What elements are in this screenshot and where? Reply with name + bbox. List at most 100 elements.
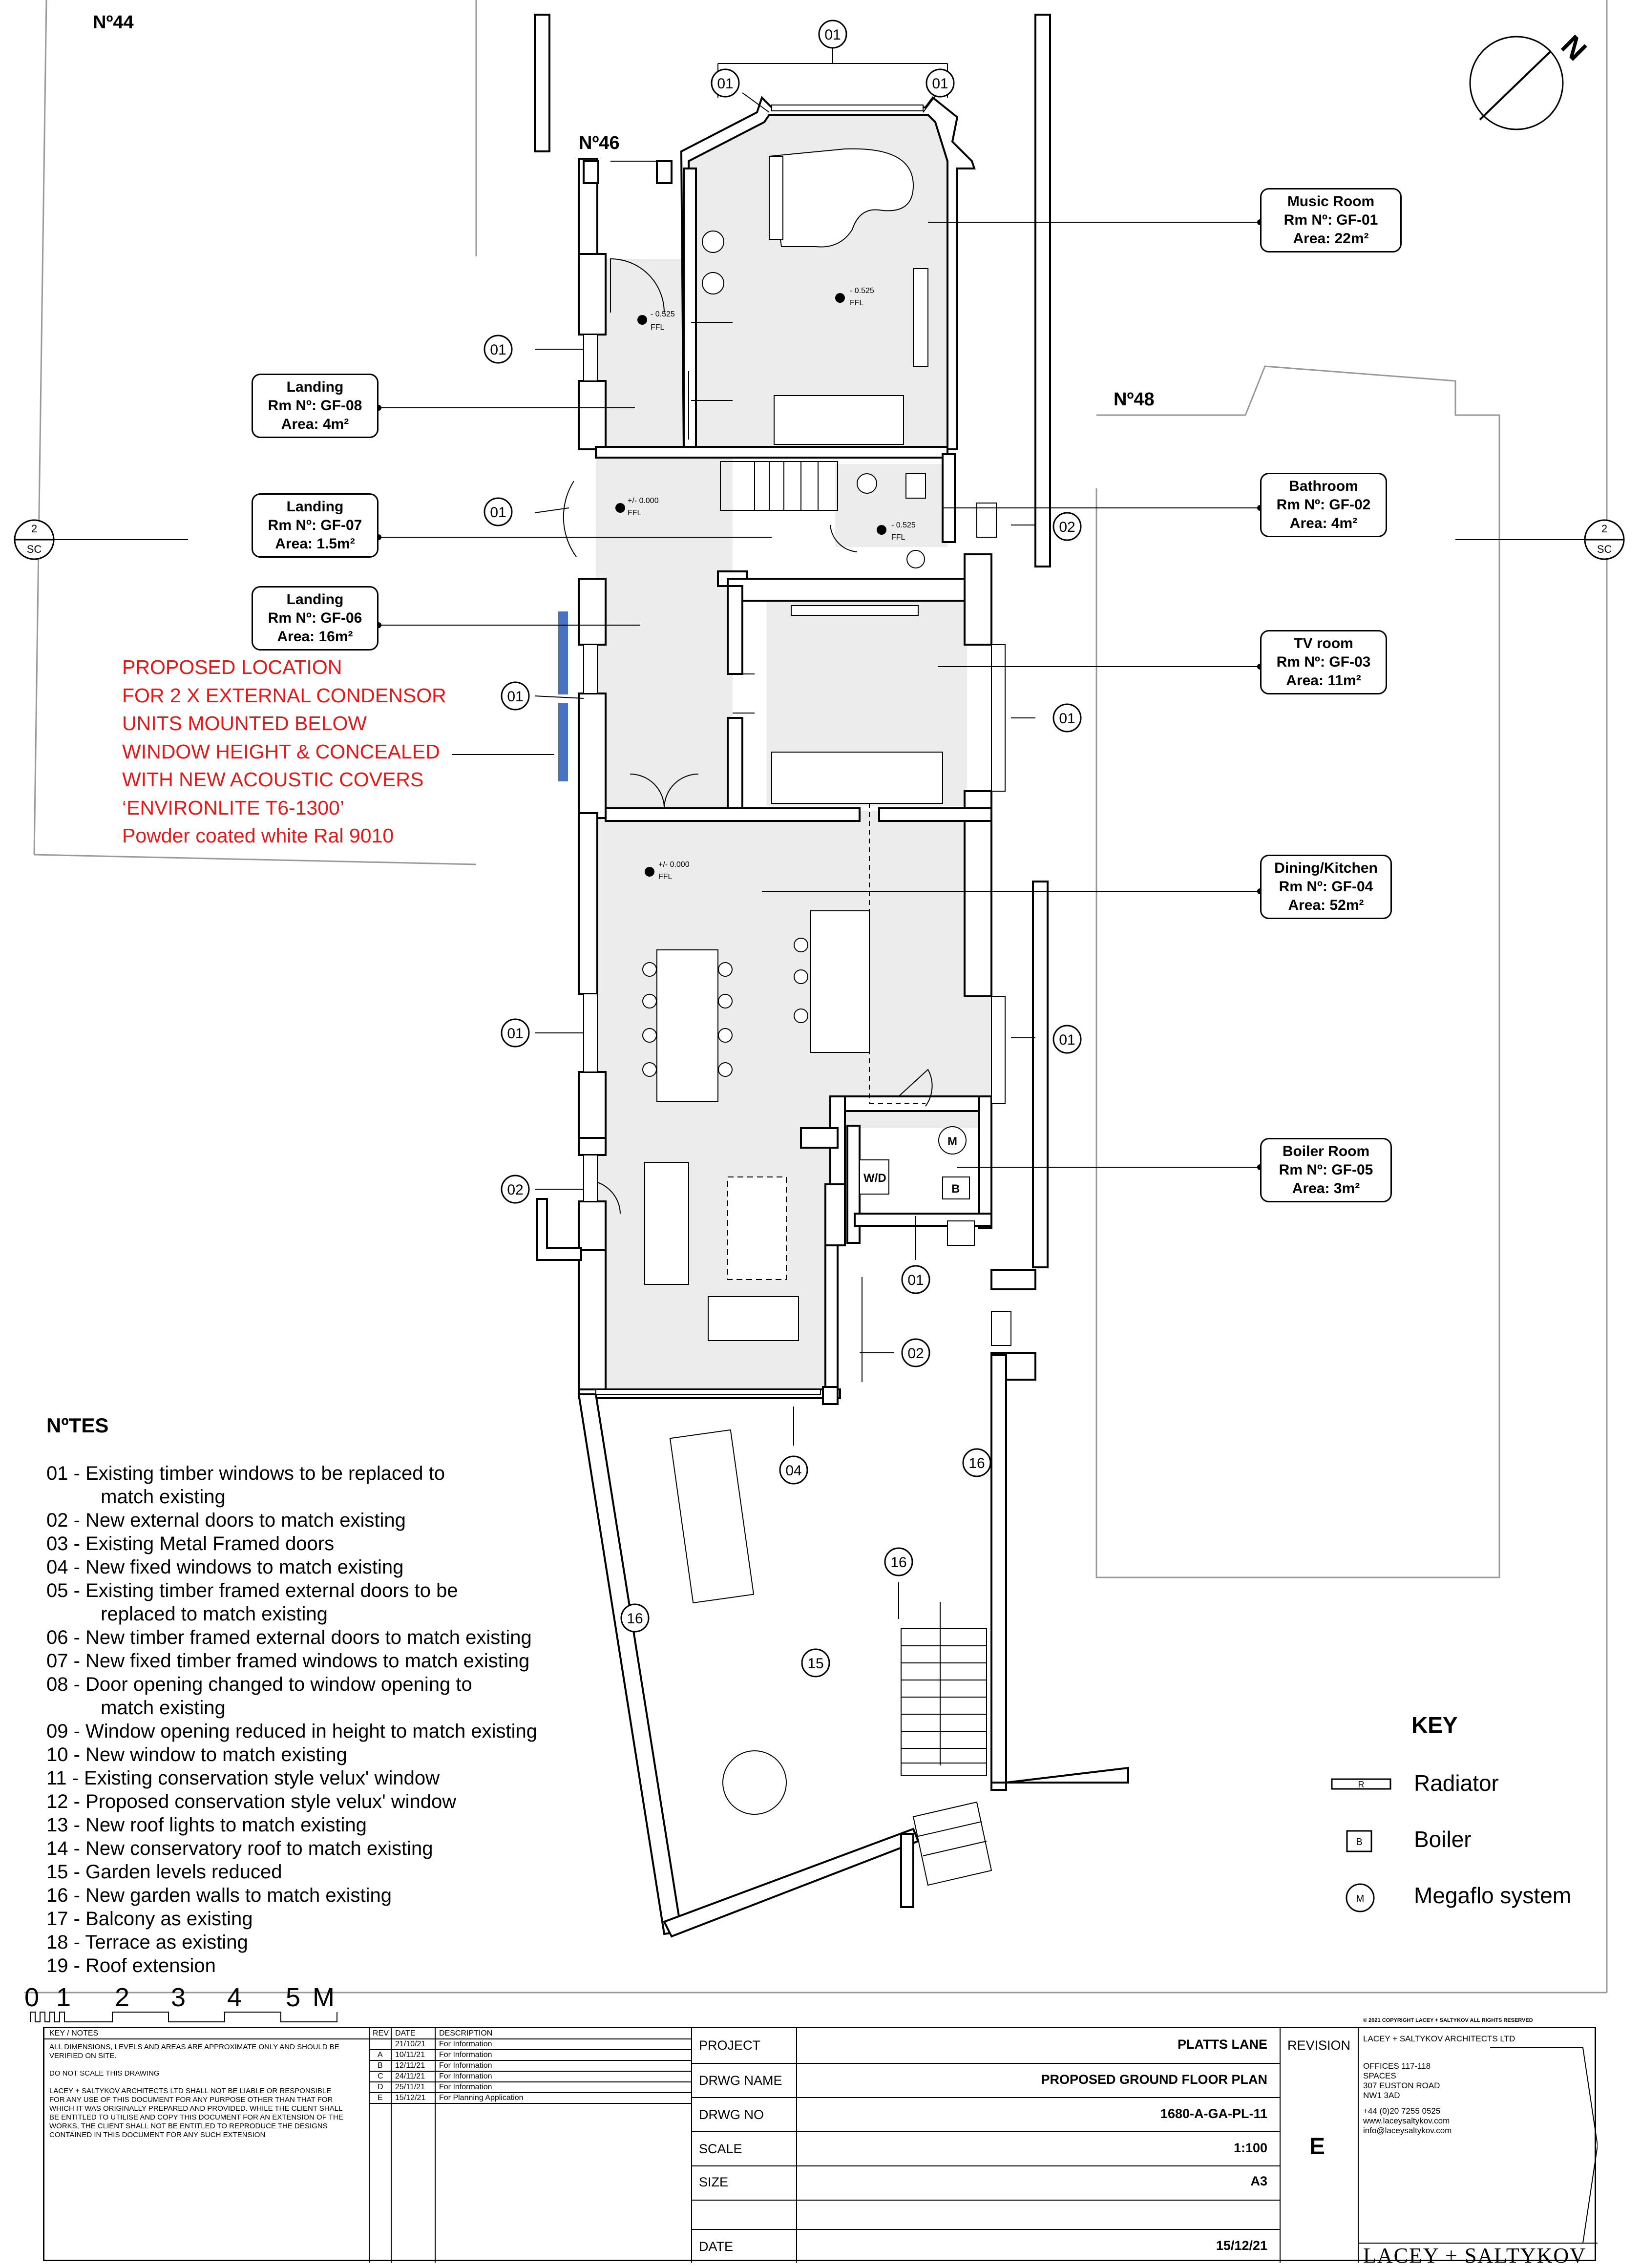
legend-key: KEY Radiator Boiler Megaflo system (1411, 1712, 1572, 1908)
svg-text:- 0.525: - 0.525 (850, 287, 874, 295)
svg-text:W/D: W/D (863, 1172, 886, 1185)
field-value-size: A3 (1250, 2174, 1267, 2188)
stairs (720, 461, 992, 1886)
tag-01-dining-left: 01 (501, 1018, 530, 1048)
tag-04: 04 (779, 1455, 808, 1485)
field-value-drwg-name: PROPOSED GROUND FLOOR PLAN (1041, 2072, 1267, 2087)
firm-name: LACEY + SALTYKOV ARCHITECTS LTD (1363, 2034, 1515, 2043)
north-arrow: N (1469, 29, 1593, 130)
svg-text:FFL: FFL (651, 323, 665, 332)
tag-01-nw: 01 (711, 68, 740, 98)
rev-row: For Information (439, 2040, 492, 2048)
section-marker-left: 2 SC (14, 519, 55, 560)
svg-text:04: 04 (785, 1463, 801, 1479)
firm-contact: +44 (0)20 7255 0525 www.laceysaltykov.co… (1363, 2106, 1452, 2135)
svg-text:+/- 0.000: +/- 0.000 (658, 861, 690, 869)
key-notes-header: KEY / NOTES (49, 2029, 99, 2037)
neighbour-44-label: Nº44 (93, 12, 134, 33)
svg-text:02: 02 (507, 1182, 523, 1198)
svg-text:+/- 0.000: +/- 0.000 (628, 497, 659, 505)
svg-text:FFL: FFL (850, 299, 864, 307)
svg-text:16: 16 (890, 1554, 906, 1571)
copyright: © 2021 COPYRIGHT LACEY + SALTYKOV ALL RI… (1363, 2017, 1533, 2023)
svg-text:SC: SC (27, 543, 42, 555)
field-label-drwg-no: DRWG NO (699, 2107, 764, 2122)
field-value-drwg-no: 1680-A-GA-PL-11 (1160, 2106, 1267, 2121)
tag-15: 15 (801, 1648, 830, 1678)
revision-value: E (1309, 2134, 1325, 2160)
svg-text:- 0.525: - 0.525 (891, 521, 916, 529)
tag-01-landing7: 01 (484, 497, 513, 526)
svg-text:1: 1 (56, 1983, 71, 2012)
rev-row: A (378, 2051, 383, 2059)
svg-text:01: 01 (932, 76, 948, 92)
rev-row: For Information (439, 2051, 492, 2059)
svg-text:01: 01 (1059, 1032, 1075, 1048)
svg-text:2: 2 (31, 523, 37, 535)
tag-16-left: 16 (620, 1603, 650, 1633)
windows (583, 105, 1006, 1395)
field-value-scale: 1:100 (1233, 2141, 1267, 2155)
rev-row: For Information (439, 2072, 492, 2080)
tag-01-landing8: 01 (484, 335, 513, 364)
firm-logo: LACEY + SALTYKOV (1363, 2244, 1586, 2268)
svg-text:15: 15 (807, 1656, 823, 1672)
field-value-project: PLATTS LANE (1178, 2037, 1267, 2052)
fixture-labels: W/D B M (863, 1135, 960, 1196)
svg-text:FFL: FFL (891, 533, 905, 542)
tag-02-living: 02 (501, 1175, 530, 1204)
svg-text:16: 16 (627, 1611, 643, 1627)
rev-row: For Information (439, 2061, 492, 2070)
field-label-date: DATE (699, 2239, 734, 2254)
svg-text:02: 02 (1059, 519, 1075, 535)
svg-text:N: N (1555, 29, 1593, 67)
tag-circles: 01 01 01 01 01 02 01 01 01 01 02 01 02 0… (484, 20, 1082, 1678)
rev-row: D (378, 2083, 383, 2091)
svg-text:B: B (951, 1182, 960, 1196)
building-walls (536, 96, 992, 1405)
svg-text:0: 0 (24, 1983, 39, 2012)
condenser-units (558, 611, 568, 781)
notes-list: NºTES 01 - Existing timber windows to be… (46, 1414, 538, 1976)
svg-text:M: M (947, 1135, 957, 1148)
condenser-proposal-note: PROPOSED LOCATION FOR 2 X EXTERNAL CONDE… (122, 656, 446, 847)
svg-text:01: 01 (507, 689, 523, 705)
party-walls (534, 14, 1051, 1268)
rev-row: For Information (439, 2083, 492, 2091)
title-block: KEY / NOTES ALL DIMENSIONS, LEVELS AND A… (43, 2017, 1598, 2268)
rev-row: 15/12/21 (395, 2094, 426, 2102)
svg-text:2: 2 (115, 1983, 129, 2012)
key-symbols: R B M (1331, 1778, 1391, 1912)
svg-text:01: 01 (907, 1272, 924, 1288)
svg-text:02: 02 (907, 1345, 924, 1362)
tag-16-stairs: 16 (884, 1547, 913, 1576)
svg-text:M: M (313, 1983, 335, 2012)
rev-row: 12/11/21 (395, 2061, 425, 2070)
rev-header-rev: REV (373, 2029, 389, 2037)
svg-text:3: 3 (171, 1983, 186, 2012)
rev-row: For Planning Application (439, 2094, 524, 2102)
key-notes-text: ALL DIMENSIONS, LEVELS AND AREAS ARE APP… (49, 2043, 343, 2139)
firm-address: OFFICES 117-118 SPACES 307 EUSTON ROAD N… (1363, 2061, 1440, 2100)
rev-row: 25/11/21 (395, 2083, 425, 2091)
svg-text:01: 01 (1059, 711, 1075, 727)
field-label-drwg-name: DRWG NAME (699, 2073, 782, 2088)
svg-text:01: 01 (490, 342, 506, 358)
tag-01-dining-right: 01 (1052, 1025, 1082, 1054)
svg-text:- 0.525: - 0.525 (651, 310, 675, 318)
svg-text:5: 5 (286, 1983, 300, 2012)
site-boundaries (24, 0, 1608, 1994)
rev-row: 10/11/21 (395, 2051, 425, 2059)
door-swings (563, 258, 933, 1214)
svg-text:4: 4 (227, 1983, 242, 2012)
svg-text:FFL: FFL (658, 873, 673, 881)
field-label-scale: SCALE (699, 2142, 742, 2156)
